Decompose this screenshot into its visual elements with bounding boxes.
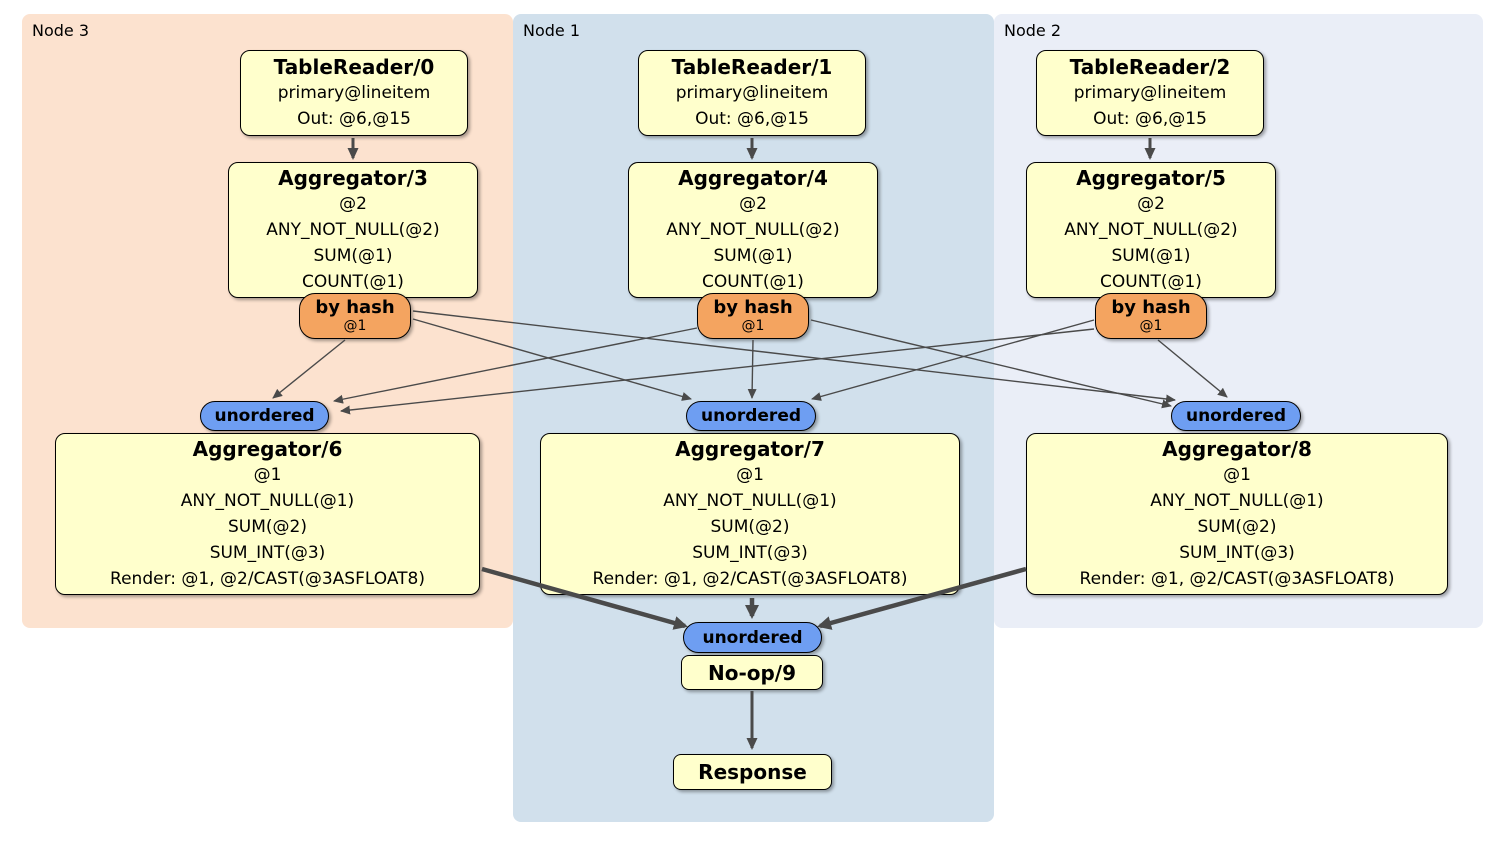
processor-detail-line: Out: @6,@15	[1093, 109, 1207, 129]
processor-detail-line: COUNT(@1)	[302, 272, 404, 292]
processor-detail-line: ANY_NOT_NULL(@1)	[663, 491, 837, 511]
processor-aggregator-8: Aggregator/8 @1 ANY_NOT_NULL(@1) SUM(@2)…	[1026, 433, 1448, 595]
processor-detail-line: @2	[1137, 194, 1165, 214]
region-label-node-1: Node 1	[523, 21, 581, 40]
processor-tablereader-2: TableReader/2 primary@lineitem Out: @6,@…	[1036, 50, 1264, 136]
processor-aggregator-3: Aggregator/3 @2 ANY_NOT_NULL(@2) SUM(@1)…	[228, 162, 478, 298]
processor-detail-line: @2	[339, 194, 367, 214]
processor-detail-line: @2	[739, 194, 767, 214]
router-detail: @1	[741, 318, 765, 334]
processor-detail-line: ANY_NOT_NULL(@1)	[1150, 491, 1324, 511]
router-by-hash-4: by hash @1	[697, 293, 809, 339]
processor-detail-line: COUNT(@1)	[1100, 272, 1202, 292]
router-label: by hash	[1111, 297, 1191, 318]
processor-detail-line: SUM_INT(@3)	[692, 543, 808, 563]
processor-tablereader-1: TableReader/1 primary@lineitem Out: @6,@…	[638, 50, 866, 136]
router-detail: @1	[1139, 318, 1163, 334]
processor-detail-line: Out: @6,@15	[695, 109, 809, 129]
processor-title: Response	[698, 760, 807, 784]
router-by-hash-3: by hash @1	[299, 293, 411, 339]
processor-response: Response	[673, 754, 832, 790]
sync-label: unordered	[1185, 406, 1287, 426]
processor-detail-line: @1	[253, 465, 282, 485]
processor-detail-line: SUM(@2)	[1197, 517, 1277, 537]
processor-detail-line: Render: @1, @2/CAST(@3ASFLOAT8)	[592, 569, 908, 589]
processor-title: Aggregator/3	[278, 166, 428, 190]
processor-detail-line: SUM(@1)	[313, 246, 393, 266]
region-label-node-3: Node 3	[32, 21, 90, 40]
processor-noop-9: No-op/9	[681, 655, 823, 690]
router-label: by hash	[713, 297, 793, 318]
sync-label: unordered	[214, 406, 315, 426]
processor-detail-line: SUM(@2)	[228, 517, 307, 537]
processor-aggregator-5: Aggregator/5 @2 ANY_NOT_NULL(@2) SUM(@1)…	[1026, 162, 1276, 298]
processor-detail-line: primary@lineitem	[1073, 83, 1227, 103]
processor-detail-line: SUM(@1)	[1111, 246, 1191, 266]
processor-detail-line: @1	[1223, 465, 1251, 485]
processor-detail-line: SUM_INT(@3)	[1179, 543, 1295, 563]
processor-detail-line: Out: @6,@15	[297, 109, 411, 129]
processor-detail-line: COUNT(@1)	[702, 272, 804, 292]
sync-unordered-1: unordered	[200, 401, 329, 431]
processor-detail-line: ANY_NOT_NULL(@1)	[180, 491, 355, 511]
sync-label: unordered	[702, 627, 803, 648]
processor-detail-line: ANY_NOT_NULL(@2)	[266, 220, 440, 240]
sync-unordered-3: unordered	[1171, 401, 1301, 431]
processor-title: Aggregator/5	[1076, 166, 1226, 190]
sync-label: unordered	[700, 406, 802, 426]
region-label-node-2: Node 2	[1004, 21, 1062, 40]
processor-title: Aggregator/7	[675, 437, 825, 461]
processor-aggregator-6: Aggregator/6 @1 ANY_NOT_NULL(@1) SUM(@2)…	[55, 433, 480, 595]
processor-title: Aggregator/4	[678, 166, 828, 190]
router-label: by hash	[315, 297, 395, 318]
processor-title: TableReader/1	[671, 55, 833, 79]
processor-tablereader-0: TableReader/0 primary@lineitem Out: @6,@…	[240, 50, 468, 136]
processor-detail-line: primary@lineitem	[277, 83, 431, 103]
processor-detail-line: SUM(@2)	[710, 517, 790, 537]
processor-detail-line: SUM(@1)	[713, 246, 793, 266]
processor-detail-line: ANY_NOT_NULL(@2)	[1064, 220, 1238, 240]
processor-title: TableReader/2	[1069, 55, 1231, 79]
router-by-hash-5: by hash @1	[1095, 293, 1207, 339]
processor-title: TableReader/0	[273, 55, 435, 79]
processor-detail-line: primary@lineitem	[675, 83, 829, 103]
processor-detail-line: Render: @1, @2/CAST(@3ASFLOAT8)	[1079, 569, 1395, 589]
processor-detail-line: Render: @1, @2/CAST(@3ASFLOAT8)	[110, 569, 425, 589]
processor-title: Aggregator/6	[192, 437, 343, 461]
processor-title: No-op/9	[707, 660, 797, 685]
processor-aggregator-7: Aggregator/7 @1 ANY_NOT_NULL(@1) SUM(@2)…	[540, 433, 960, 595]
processor-aggregator-4: Aggregator/4 @2 ANY_NOT_NULL(@2) SUM(@1)…	[628, 162, 878, 298]
router-detail: @1	[343, 318, 367, 334]
processor-detail-line: @1	[736, 465, 764, 485]
processor-detail-line: ANY_NOT_NULL(@2)	[666, 220, 840, 240]
processor-detail-line: SUM_INT(@3)	[209, 543, 326, 563]
processor-title: Aggregator/8	[1162, 437, 1312, 461]
sync-unordered-2: unordered	[686, 401, 816, 431]
sync-unordered-4: unordered	[683, 622, 822, 653]
